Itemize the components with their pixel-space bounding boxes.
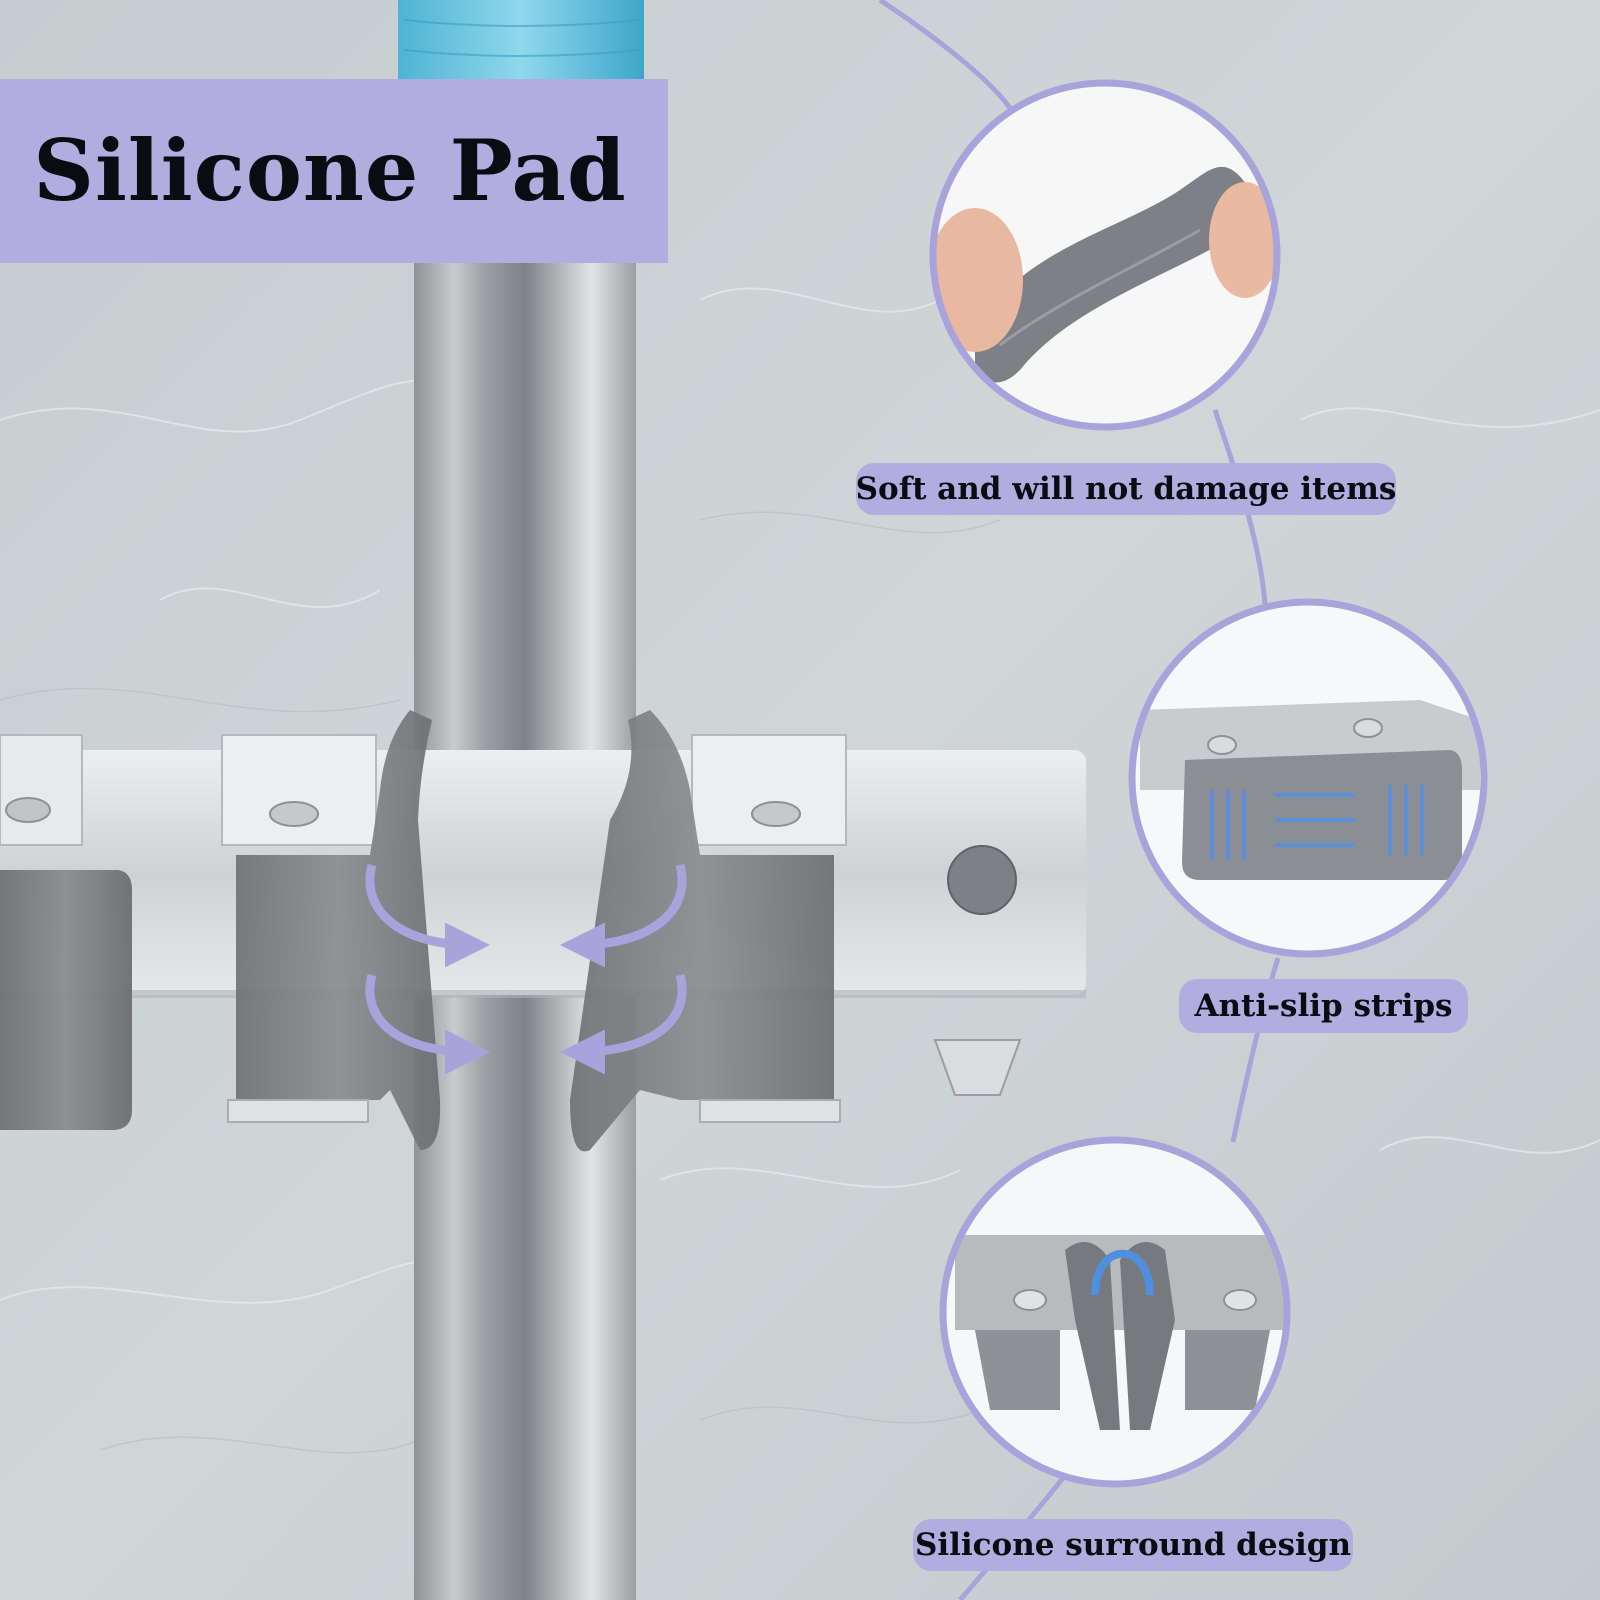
finger-right: [1209, 182, 1277, 298]
holder-rail: [0, 750, 1086, 995]
finger-left: [933, 208, 1023, 352]
arrow-left-upper: [365, 863, 490, 968]
callout-surround: Silicone surround design: [913, 1519, 1353, 1571]
left-silicone-pad: [0, 870, 132, 1130]
mop-head: [398, 0, 644, 86]
arrow-left-lower: [365, 973, 490, 1075]
surround-blue-highlight: [1091, 1249, 1154, 1296]
page-title: Silicone Pad: [33, 121, 627, 220]
clamp-base-right: [699, 1099, 841, 1123]
left-clamp-top: [0, 734, 83, 846]
callout-anti-slip: Anti-slip strips: [1179, 979, 1468, 1033]
clamp-top-plate-left: [221, 734, 377, 846]
left-screw: [5, 797, 51, 823]
arrow-right-upper: [560, 863, 687, 968]
clamp-top-plate-right: [691, 734, 847, 846]
hook: [933, 1039, 1022, 1096]
clamp-screw-right: [751, 801, 801, 827]
detail-circle-strips: [1128, 598, 1488, 958]
pressure-arrows: [365, 863, 687, 1075]
clamp-base-left: [227, 1099, 369, 1123]
clamp-screw-left: [269, 801, 319, 827]
clamp-silicone-left: [236, 710, 441, 1150]
callout-soft: Soft and will not damage items: [856, 463, 1396, 515]
rail-knob: [947, 845, 1017, 915]
rail-shadow: [0, 990, 1086, 998]
arrow-right-lower: [560, 973, 687, 1075]
marble-shadows: [0, 511, 1001, 1454]
title-banner: Silicone Pad: [0, 79, 668, 263]
detail-circle-soft: [929, 79, 1281, 431]
anti-slip-strips: [1210, 785, 1424, 860]
detail-circle-surround: [939, 1136, 1291, 1488]
mop-head-ribs: [403, 19, 641, 57]
